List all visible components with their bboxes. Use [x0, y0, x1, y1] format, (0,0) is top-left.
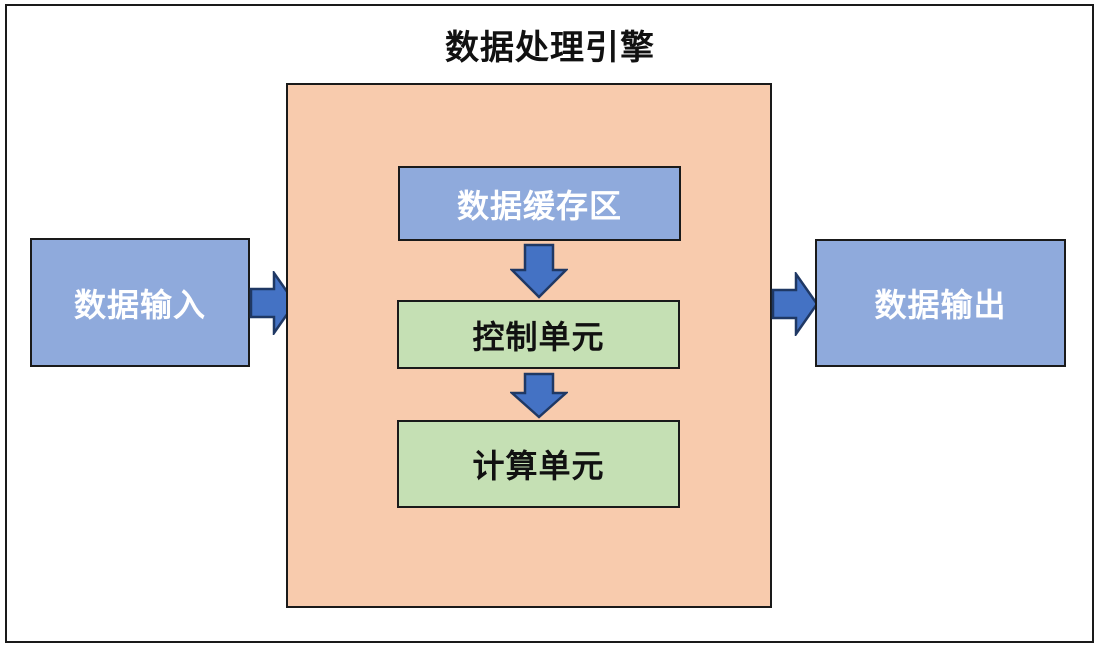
node-data-buffer-label: 数据缓存区 — [456, 187, 622, 224]
node-data-output: 数据输出 — [815, 239, 1066, 367]
node-control-unit-label: 控制单元 — [472, 318, 605, 355]
node-data-input: 数据输入 — [30, 238, 250, 367]
arrow-right-input-to-engine-icon — [249, 271, 297, 335]
node-control-unit: 控制单元 — [397, 300, 680, 369]
node-compute-unit: 计算单元 — [397, 420, 680, 508]
arrow-down-buffer-to-control-icon — [510, 243, 568, 299]
node-data-buffer: 数据缓存区 — [398, 166, 681, 241]
arrow-right-engine-to-output-icon — [771, 272, 819, 336]
node-data-output-label: 数据输出 — [874, 287, 1007, 323]
engine-container: 数据缓存区 控制单元 计算单元 — [286, 83, 772, 608]
node-compute-unit-label: 计算单元 — [472, 448, 605, 484]
arrow-down-control-to-compute-icon — [510, 372, 568, 419]
diagram-title: 数据处理引擎 — [445, 29, 655, 67]
node-data-input-label: 数据输入 — [73, 286, 206, 323]
